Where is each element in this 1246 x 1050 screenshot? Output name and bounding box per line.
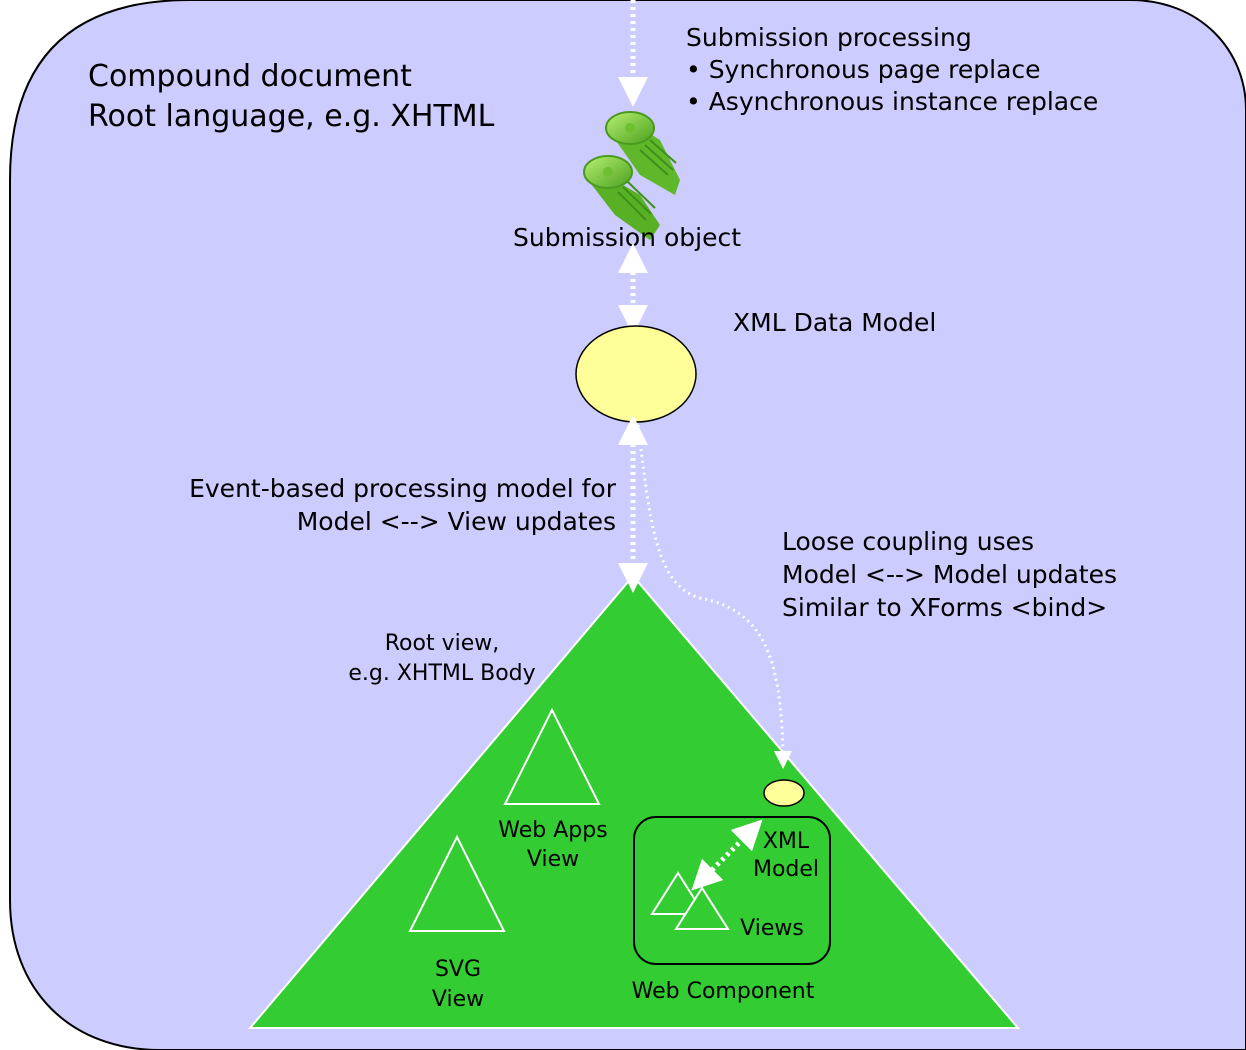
component-view-triangle-front — [674, 886, 730, 930]
web-component-label: Web Component — [632, 979, 815, 1004]
gears-icon — [583, 111, 680, 240]
web-apps-view-label: Web Apps — [498, 818, 607, 843]
svg-view-label-2: View — [432, 987, 484, 1012]
web-apps-view-triangle — [503, 707, 601, 805]
root-view-example-label: e.g. XHTML Body — [348, 661, 535, 686]
loose-coupling-connector — [636, 424, 792, 769]
web-apps-view-label-2: View — [527, 847, 579, 872]
xml-data-model-node — [575, 325, 697, 423]
component-xml-label: XML — [763, 829, 810, 854]
submission-object-label: Submission object — [513, 223, 741, 252]
svg-view-triangle — [408, 834, 506, 932]
compound-document-title: Compound document — [88, 59, 412, 94]
svg-view-label: SVG — [435, 957, 481, 982]
event-processing-line2: Model <--> View updates — [297, 507, 616, 536]
loose-coupling-line1: Loose coupling uses — [782, 527, 1034, 556]
submission-bullet-async: • Asynchronous instance replace — [686, 87, 1098, 116]
event-processing-line1: Event-based processing model for — [189, 474, 617, 503]
component-model-node — [763, 779, 805, 807]
root-view-label: Root view, — [385, 631, 500, 656]
submission-bullet-sync: • Synchronous page replace — [686, 55, 1041, 84]
component-model-label: Model — [753, 857, 819, 882]
component-views-label: Views — [740, 916, 804, 941]
root-language-label: Root language, e.g. XHTML — [88, 99, 495, 134]
loose-coupling-line3: Similar to XForms <bind> — [782, 593, 1107, 622]
loose-coupling-line2: Model <--> Model updates — [782, 560, 1117, 589]
submission-processing-title: Submission processing — [686, 23, 972, 52]
component-inner-arrow — [691, 819, 763, 891]
xml-data-model-label: XML Data Model — [733, 308, 936, 337]
